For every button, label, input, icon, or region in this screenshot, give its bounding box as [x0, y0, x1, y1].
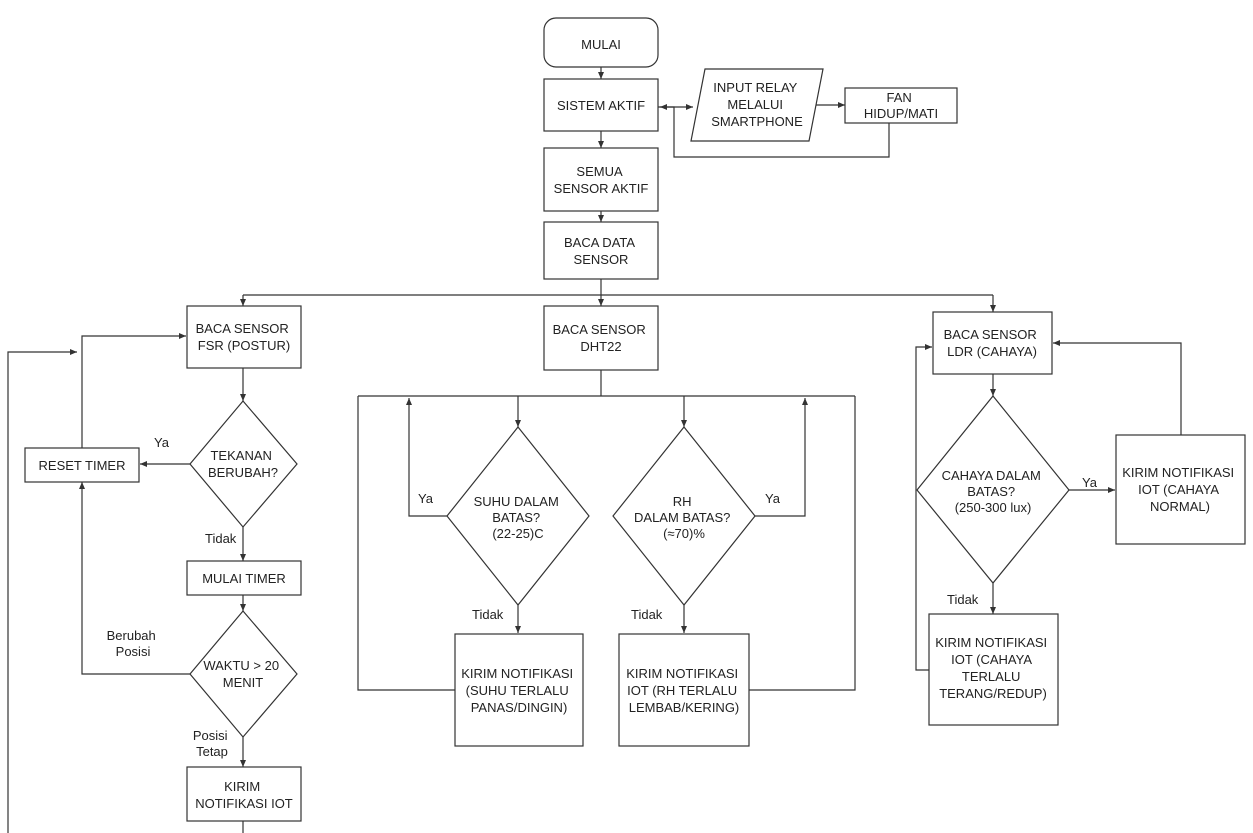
- edge-fan-sistem: [660, 104, 890, 158]
- edge-suhu-ya: [406, 398, 447, 517]
- svg-text:BACA SENSOR LDR (CAHAYA): BACA SENSOR LDR (CAHAYA): [944, 327, 1041, 359]
- edge-loop-fsr: [7, 349, 77, 833]
- svg-text:KIRIM NOTIFIKASI (SUHU T: KIRIM NOTIFIKASI (SUHU TERLALU PANAS/DIN…: [461, 666, 577, 715]
- edge-reset-fsr: [81, 333, 186, 448]
- label-ya-suhu: Ya: [418, 491, 434, 506]
- svg-text:RH DALAM BATAS? (≈: RH DALAM BATAS? (≈70)%: [634, 494, 734, 541]
- svg-text:WAKTU > 20 MENIT: WAKTU > 20 MENIT: [203, 658, 282, 690]
- svg-text:BACA DATA SENSOR: BACA DATA SENSOR: [564, 235, 638, 267]
- svg-text:KIRIM NOTIFIKASI IOT (RH: KIRIM NOTIFIKASI IOT (RH TERLALU LEMBAB/…: [626, 666, 742, 715]
- label-ya-rh: Ya: [765, 491, 781, 506]
- node-cahaya-dalam-batas: CAHAYA DALAM BATAS? (250-300 lux): [916, 395, 1070, 584]
- node-sistem-aktif: SISTEM AKTIF: [543, 78, 659, 132]
- svg-text:SEMUA SENSOR AKTIF: SEMUA SENSOR AKTIF: [554, 164, 649, 196]
- node-kirim-notifikasi-rh: KIRIM NOTIFIKASI IOT (RH TERLALU LEMBAB/…: [618, 633, 750, 747]
- node-mulai-timer: MULAI TIMER: [186, 560, 302, 596]
- svg-text:INPUT RELAY MELALUI: INPUT RELAY MELALUI SMARTPHONE: [711, 80, 803, 129]
- node-kirim-cahaya-normal: KIRIM NOTIFIKASI IOT (CAHAYA NORMAL): [1115, 434, 1246, 545]
- node-kirim-cahaya-terang: KIRIM NOTIFIKASI IOT (CAHAYA TERLALU TER…: [928, 613, 1059, 726]
- node-baca-dht22: BACA SENSOR DHT22: [543, 305, 659, 371]
- svg-text:KIRIM NOTIFIKASI IOT (CA: KIRIM NOTIFIKASI IOT (CAHAYA TERLALU TER…: [935, 635, 1051, 701]
- node-fan: FAN HIDUP/MATI: [844, 87, 958, 124]
- svg-text:RESET TIMER: RESET TIMER: [39, 458, 126, 473]
- svg-text:MULAI: MULAI: [581, 37, 621, 52]
- svg-text:TEKANAN BERUBAH?: TEKANAN BERUBAH?: [208, 448, 278, 480]
- svg-text:FAN HIDUP/MATI: FAN HIDUP/MATI: [864, 90, 938, 121]
- svg-text:BACA SENSOR FSR (POSTUR): BACA SENSOR FSR (POSTUR): [196, 321, 293, 353]
- label-posisi: Posisi: [116, 644, 151, 659]
- edge-labels: Ya Tidak Berubah Posisi Posisi Tetap Ya …: [107, 435, 1098, 759]
- node-kirim-notifikasi-iot: KIRIM NOTIFIKASI IOT: [186, 766, 302, 822]
- label-ya-cahaya: Ya: [1082, 475, 1098, 490]
- node-semua-sensor: SEMUA SENSOR AKTIF: [543, 147, 659, 212]
- connectors: [7, 67, 1182, 833]
- label-posisi-tetap-1: Posisi: [193, 728, 228, 743]
- svg-text:KIRIM NOTIFIKASI IOT: KIRIM NOTIFIKASI IOT: [195, 779, 293, 811]
- edge-normal-ldr: [1053, 340, 1182, 435]
- node-tekanan-berubah: TEKANAN BERUBAH?: [189, 400, 298, 528]
- node-mulai: MULAI: [543, 17, 659, 68]
- svg-text:MULAI TIMER: MULAI TIMER: [202, 571, 286, 586]
- node-reset-timer: RESET TIMER: [24, 447, 140, 483]
- edge-waktu-reset: [79, 482, 190, 675]
- svg-text:BACA SENSOR DHT22: BACA SENSOR DHT22: [553, 322, 650, 354]
- label-posisi-tetap-2: Tetap: [196, 744, 228, 759]
- label-tidak-rh: Tidak: [631, 607, 663, 622]
- node-baca-data-sensor: BACA DATA SENSOR: [543, 221, 659, 280]
- label-ya-tekanan: Ya: [154, 435, 170, 450]
- label-berubah: Berubah: [107, 628, 156, 643]
- svg-text:Berubah Posisi: Berubah Posisi: [107, 628, 160, 659]
- node-input-relay: INPUT RELAY MELALUI SMARTPHONE: [690, 68, 824, 142]
- node-rh-dalam-batas: RH DALAM BATAS? (≈70)%: [612, 426, 756, 606]
- node-baca-ldr: BACA SENSOR LDR (CAHAYA): [932, 311, 1053, 375]
- node-baca-fsr: BACA SENSOR FSR (POSTUR): [186, 305, 302, 369]
- svg-text:SUHU DALAM BATAS?: SUHU DALAM BATAS? (22-25)C: [474, 494, 563, 541]
- node-waktu: WAKTU > 20 MENIT: [189, 610, 298, 738]
- svg-text:Posisi Tetap: Posisi Tetap: [193, 728, 231, 759]
- svg-text:SISTEM AKTIF: SISTEM AKTIF: [557, 98, 645, 113]
- label-tidak-cahaya: Tidak: [947, 592, 979, 607]
- svg-text:CAHAYA DALAM BATAS?: CAHAYA DALAM BATAS? (250-300 lux): [942, 468, 1045, 515]
- label-tidak-tekanan: Tidak: [205, 531, 237, 546]
- edge-kirimsuhu-loop: [357, 396, 455, 691]
- edge-rh-ya: [755, 398, 808, 517]
- edge-terang-ldr: [915, 344, 932, 671]
- svg-text:KIRIM NOTIFIKASI IOT (CA: KIRIM NOTIFIKASI IOT (CAHAYA NORMAL): [1122, 465, 1238, 514]
- label-tidak-suhu: Tidak: [472, 607, 504, 622]
- node-suhu-dalam-batas: SUHU DALAM BATAS? (22-25)C: [446, 426, 590, 606]
- node-kirim-notifikasi-suhu: KIRIM NOTIFIKASI (SUHU TERLALU PANAS/DIN…: [454, 633, 584, 747]
- edge-kirimrh-loop: [749, 396, 856, 691]
